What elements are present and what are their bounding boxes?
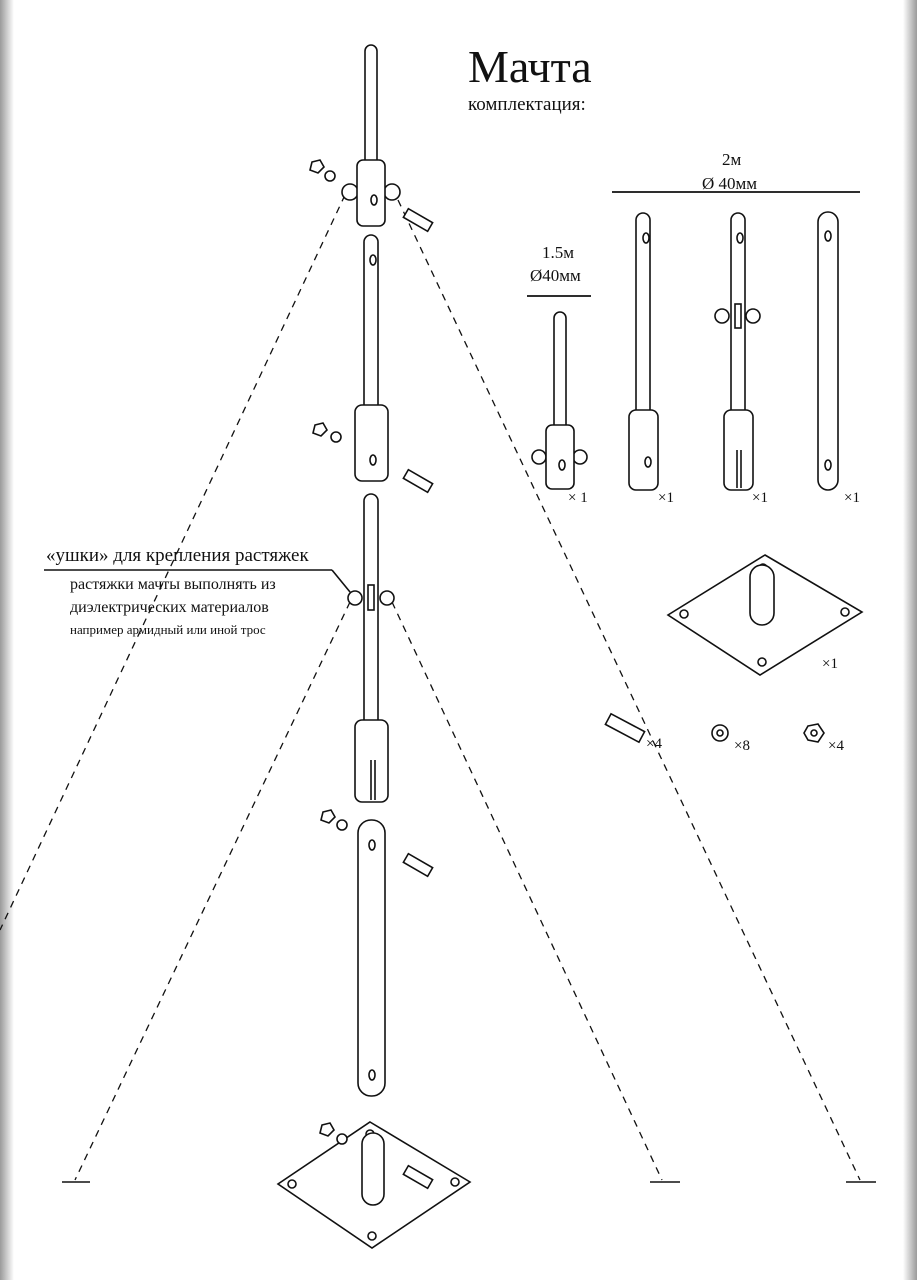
guy-wire-top-right (397, 199, 861, 1181)
mast-section-4 (357, 819, 386, 1097)
qty-base-plate: ×1 (822, 656, 838, 672)
note-line-1: растяжки мачты выполнять из (70, 576, 276, 593)
qty-rod-plain-sleeve: ×1 (658, 490, 674, 506)
page-edge-shadow-left (0, 0, 14, 1280)
rods-2m-length: 2м (722, 150, 742, 169)
mast-section-3-with-ears (347, 493, 395, 803)
note-line-2: диэлектрических материалов (70, 599, 269, 616)
guy-wires (0, 194, 861, 1181)
guy-wire-top-left (0, 194, 346, 931)
component-base-plate (666, 554, 864, 676)
guy-wire-mid-left (74, 601, 351, 1181)
component-rod-2m-sleeve (628, 212, 659, 491)
qty-nuts: ×4 (828, 738, 844, 754)
mast-section-2 (354, 234, 389, 482)
note-line-3: например армидный или иной трос (70, 622, 266, 637)
ears-leader-line (44, 569, 351, 593)
page-subtitle: комплектация: (468, 94, 586, 115)
qty-washers: ×8 (734, 738, 750, 754)
rod-1-5m-diameter: Ø40мм (530, 266, 581, 285)
guy-wire-mid-right (391, 601, 663, 1181)
mast-top-section (341, 44, 401, 227)
mast-fasteners (309, 159, 434, 1190)
page-edge-shadow-right (903, 0, 917, 1280)
component-washer-icon (711, 724, 729, 742)
qty-rod-ears-sleeve: ×1 (752, 490, 768, 506)
component-nut-icon (803, 723, 825, 743)
qty-bolts: ×4 (646, 736, 662, 752)
rod-1-5m-length: 1.5м (542, 243, 575, 262)
component-bolt-icon (604, 712, 646, 744)
ears-label: «ушки» для крепления растяжек (46, 545, 309, 566)
rods-2m-diameter: Ø 40мм (702, 174, 758, 193)
mast-base-plate (276, 1121, 472, 1249)
component-rod-top-1-5m (531, 311, 588, 490)
qty-rod-top: × 1 (568, 490, 588, 506)
qty-rod-plain: ×1 (844, 490, 860, 506)
component-rod-2m-ears (714, 212, 761, 491)
page-title: Мачта (468, 41, 592, 92)
component-rod-2m-plain (817, 211, 839, 491)
